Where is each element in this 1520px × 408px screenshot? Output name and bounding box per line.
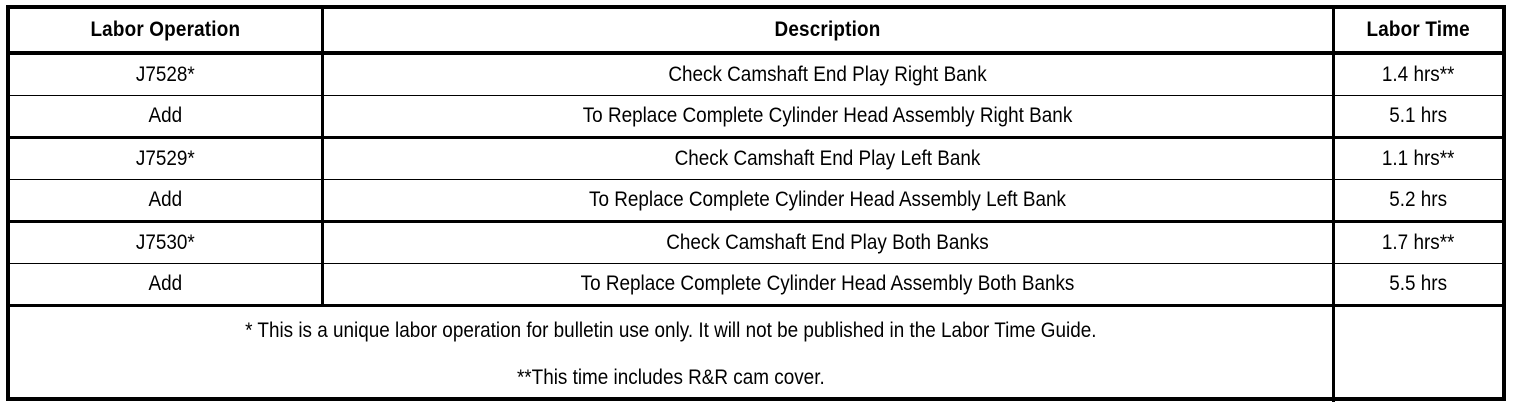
table-body: J7528* Check Camshaft End Play Right Ban…	[10, 53, 1502, 402]
cell-labor-operation: Add	[25, 95, 308, 139]
table-row: J7528* Check Camshaft End Play Right Ban…	[10, 53, 1502, 96]
footnote-labor-time-cell	[1341, 305, 1493, 402]
cell-description: Check Camshaft End Play Left Bank	[372, 137, 1284, 180]
footnote-line-single-asterisk: * This is a unique labor operation for b…	[245, 318, 1097, 342]
labor-operations-table-container: Labor Operation Description Labor Time J…	[6, 5, 1506, 402]
footnote-cell: * This is a unique labor operation for b…	[76, 305, 1269, 402]
table-header: Labor Operation Description Labor Time	[10, 9, 1502, 55]
cell-labor-time: 5.1 hrs	[1341, 95, 1494, 139]
cell-labor-operation: J7530*	[25, 221, 308, 264]
cell-labor-time: 5.5 hrs	[1341, 263, 1494, 307]
column-header-labor-time: Labor Time	[1341, 9, 1494, 55]
cell-description: To Replace Complete Cylinder Head Assemb…	[372, 95, 1284, 139]
cell-labor-time: 1.1 hrs**	[1341, 137, 1494, 180]
cell-labor-time: 1.7 hrs**	[1341, 221, 1494, 264]
column-header-description: Description	[372, 9, 1284, 55]
cell-description: To Replace Complete Cylinder Head Assemb…	[372, 263, 1284, 307]
column-header-labor-operation: Labor Operation	[25, 9, 308, 55]
table-row: J7529* Check Camshaft End Play Left Bank…	[10, 137, 1502, 180]
table-footnote-row: * This is a unique labor operation for b…	[10, 305, 1502, 402]
footnote-line-double-asterisk: **This time includes R&R cam cover.	[516, 366, 825, 390]
table-row: Add To Replace Complete Cylinder Head As…	[10, 263, 1502, 307]
table-row: Add To Replace Complete Cylinder Head As…	[10, 179, 1502, 223]
table-row: Add To Replace Complete Cylinder Head As…	[10, 95, 1502, 139]
cell-labor-operation: Add	[25, 179, 308, 223]
cell-description: Check Camshaft End Play Right Bank	[372, 53, 1284, 96]
cell-description: To Replace Complete Cylinder Head Assemb…	[372, 179, 1284, 223]
table-row: J7530* Check Camshaft End Play Both Bank…	[10, 221, 1502, 264]
labor-operations-table: Labor Operation Description Labor Time J…	[10, 9, 1502, 402]
cell-labor-operation: J7528*	[25, 53, 308, 96]
cell-labor-time: 1.4 hrs**	[1341, 53, 1494, 96]
cell-labor-time: 5.2 hrs	[1341, 179, 1494, 223]
table-header-row: Labor Operation Description Labor Time	[10, 9, 1502, 55]
cell-description: Check Camshaft End Play Both Banks	[372, 221, 1284, 264]
footnote-spacer	[82, 342, 1261, 366]
cell-labor-operation: Add	[25, 263, 308, 307]
cell-labor-operation: J7529*	[25, 137, 308, 180]
